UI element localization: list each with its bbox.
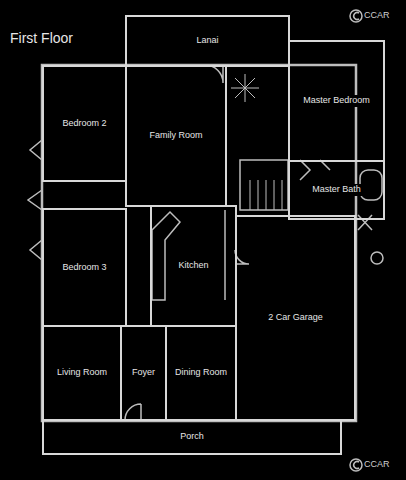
bedroom-room: Master Bedroom	[288, 40, 385, 162]
copyright-icon	[350, 10, 362, 22]
porch-room: Porch	[42, 419, 342, 455]
copyright-icon	[354, 13, 359, 20]
bath-room: Master Bath	[288, 160, 385, 220]
room-label: Dining Room	[173, 367, 229, 379]
room-label: 2 Car Garage	[266, 312, 325, 324]
room-label: Master Bath	[310, 184, 363, 196]
dining-room: Dining Room	[165, 325, 237, 421]
room-label: Living Room	[55, 367, 109, 379]
outer-wall	[42, 65, 356, 421]
bedroom-room: Bedroom 3	[42, 208, 127, 327]
living-room: Family Room	[125, 65, 227, 207]
room-label: Kitchen	[176, 260, 210, 272]
ceiling-fan	[231, 74, 259, 102]
counter	[224, 210, 226, 300]
kitchen-room: Kitchen	[150, 205, 237, 327]
plan-title: First Floor	[10, 30, 73, 46]
kitchen-island	[152, 212, 180, 300]
room-label: Lanai	[194, 35, 220, 47]
copyright-icon	[354, 462, 359, 469]
room-label: Master Bedroom	[301, 95, 372, 107]
watermark: CCAR	[364, 459, 390, 469]
tub	[360, 170, 382, 200]
foyer-room: Foyer	[120, 325, 167, 421]
door-swing	[125, 404, 141, 420]
lanai-room: Lanai	[125, 15, 290, 67]
laundry	[240, 160, 288, 210]
room-label: Family Room	[147, 130, 204, 142]
room-label: Bedroom 2	[60, 118, 108, 130]
room-label: Bedroom 3	[60, 262, 108, 274]
living-room: Living Room	[42, 325, 122, 421]
watermark: CCAR	[364, 10, 390, 20]
door-swing	[205, 65, 223, 83]
bedroom-room: Bedroom 2	[42, 65, 127, 182]
closet-shelf	[250, 180, 282, 210]
room-label: Porch	[178, 431, 206, 443]
toilet	[371, 252, 383, 264]
room-label: Foyer	[130, 367, 157, 379]
copyright-icon	[350, 459, 362, 471]
bay-window	[28, 140, 42, 260]
garage-room: 2 Car Garage	[235, 215, 356, 421]
door-swing	[235, 250, 249, 264]
